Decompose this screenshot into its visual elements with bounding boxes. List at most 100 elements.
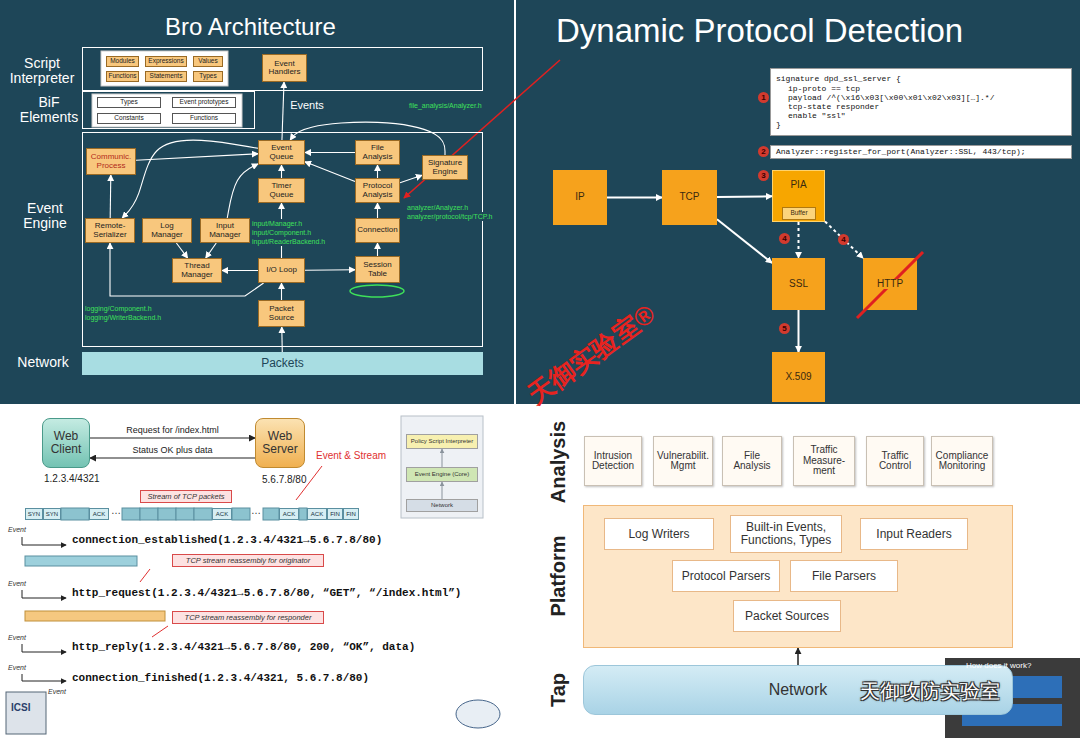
event-tag: Event: [8, 634, 26, 642]
panel-title: Bro Architecture: [165, 13, 336, 41]
module-box: Expressions: [145, 56, 187, 67]
component-box: Timer Queue: [258, 178, 305, 203]
ellipsis-mark: …: [111, 505, 121, 517]
protocol-box: TCP: [662, 170, 717, 225]
event-bracket: [22, 674, 66, 681]
node-text: Packets: [261, 357, 304, 370]
callout-number: 4: [838, 234, 849, 245]
connector-arrow: [90, 437, 255, 438]
component-box: Log Manager: [142, 218, 192, 243]
event-call: connection_finished(1.2.3.4/4321, 5.6.7.…: [72, 672, 369, 685]
node-heading: Script Interpreter: [4, 54, 80, 88]
packet-segment: [263, 508, 279, 520]
packet-segment: SYN: [25, 508, 43, 520]
node-text: Policy Script Interpreter: [411, 438, 473, 444]
annotation-line: [404, 60, 560, 198]
analysis-box: Intrusion Detection: [584, 436, 642, 486]
connector-arrow: [305, 269, 355, 271]
module-box: Functions: [106, 71, 139, 82]
event-bracket: [22, 644, 66, 652]
packet-segment: ACK: [212, 508, 232, 520]
bif-box: Event prototypes: [172, 97, 236, 108]
protocol-box: IP: [553, 170, 607, 225]
source-file-note: analyzer/Analyzer.h: [406, 203, 469, 212]
logo: [456, 700, 500, 728]
node-text: Event Handlers: [265, 60, 304, 77]
layer-label: Analysis: [547, 421, 570, 503]
connector-arrow: [400, 175, 422, 182]
platform-box: Built-in Events, Functions, Types: [730, 515, 842, 553]
panel-title: Dynamic Protocol Detection: [556, 12, 963, 50]
node-text: Event Queue: [261, 144, 302, 161]
analysis-box: File Analysis: [722, 436, 782, 486]
connector-arrow: [176, 243, 187, 258]
node-text: TCP stream reassembly for originator: [186, 557, 310, 565]
node-text: Stream of TCP packets: [147, 493, 224, 501]
platform-box: File Parsers: [790, 560, 898, 592]
address-label: 1.2.3.4/4321: [44, 473, 100, 485]
node-text: signature dpd_ssl_server {: [776, 74, 901, 83]
event-tag: Event: [8, 580, 26, 588]
protocol-box: SSL: [772, 258, 825, 310]
node-text: Log Manager: [145, 222, 189, 239]
annotation-note: Event & Stream: [316, 450, 386, 462]
packet-segment: [61, 508, 89, 520]
node-text: Event Engine (Core): [415, 471, 469, 477]
component-box: Communic. Process: [86, 148, 136, 175]
node-text: Statements: [150, 73, 183, 80]
node-text: Network: [431, 502, 453, 508]
packet-segment: [158, 508, 176, 520]
module-box: Modules: [106, 56, 139, 67]
source-file-note: logging/Component.h: [84, 304, 153, 313]
node-text: HTTP: [875, 279, 905, 290]
region-box: Modules Expressions Values Event HandlersFu…: [82, 47, 483, 91]
platform-box: Packet Sources: [733, 600, 841, 632]
protocol-box: HTTP: [863, 258, 917, 310]
node-text: SYN: [46, 511, 58, 517]
component-box: Packet Source: [258, 300, 305, 327]
component-box: Event Queue: [258, 140, 305, 165]
analysis-box: Vulnerabilit. Mgmt: [653, 436, 713, 486]
connector-arrow: [825, 221, 863, 258]
node-text: Input Manager: [203, 222, 247, 239]
leader-line: [140, 569, 150, 582]
packet-segment: [194, 508, 212, 520]
leader-line: [152, 626, 168, 637]
stream-tag: TCP stream reassembly for responder: [172, 611, 324, 624]
node-text: Packet Sources: [745, 610, 829, 623]
connector-arrow: [281, 165, 282, 178]
packet-segment: [176, 508, 194, 520]
platform-box: Input Readers: [860, 518, 968, 550]
node-text: Types: [120, 99, 137, 106]
packet-segment: [140, 508, 158, 520]
strike-line: [857, 252, 923, 318]
watermark: 天御攻防实验室: [860, 680, 1000, 703]
inset-panel: [401, 416, 483, 518]
node-text: Values: [198, 58, 217, 65]
event-call: http_reply(1.2.3.4/4321→5.6.7.8/80, 200,…: [72, 641, 415, 654]
buffer-box: Buffer: [782, 207, 816, 220]
node-text: Network: [769, 682, 828, 699]
connector-arrow: [305, 162, 355, 182]
connector-arrow: [90, 457, 255, 458]
node-text: FIN: [346, 511, 356, 517]
node-text: Traffic Measure- ment: [796, 445, 852, 477]
source-file-note: input/ReaderBackend.h: [251, 237, 326, 246]
layer-box: Network: [406, 499, 478, 512]
host-box: Web Server: [255, 418, 305, 468]
connector-arrow: [110, 243, 264, 296]
connector-arrow: [798, 222, 800, 258]
connector-arrow: [136, 154, 258, 160]
node-text: Constants: [114, 115, 143, 122]
module-box: Types: [193, 71, 223, 82]
event-call: connection_established(1.2.3.4/4321→5.6.…: [72, 534, 382, 547]
connector-arrow: [206, 243, 217, 258]
node-text: Protocol Parsers: [682, 570, 771, 583]
edge-label: Request for /index.html: [124, 425, 221, 435]
node-text: Expressions: [148, 58, 183, 65]
connector-arrow: [442, 482, 443, 499]
connector-arrow: [377, 203, 378, 218]
packet-segment: [299, 508, 307, 520]
node-text: Built-in Events, Functions, Types: [733, 521, 839, 546]
node-text: File Parsers: [812, 570, 876, 583]
